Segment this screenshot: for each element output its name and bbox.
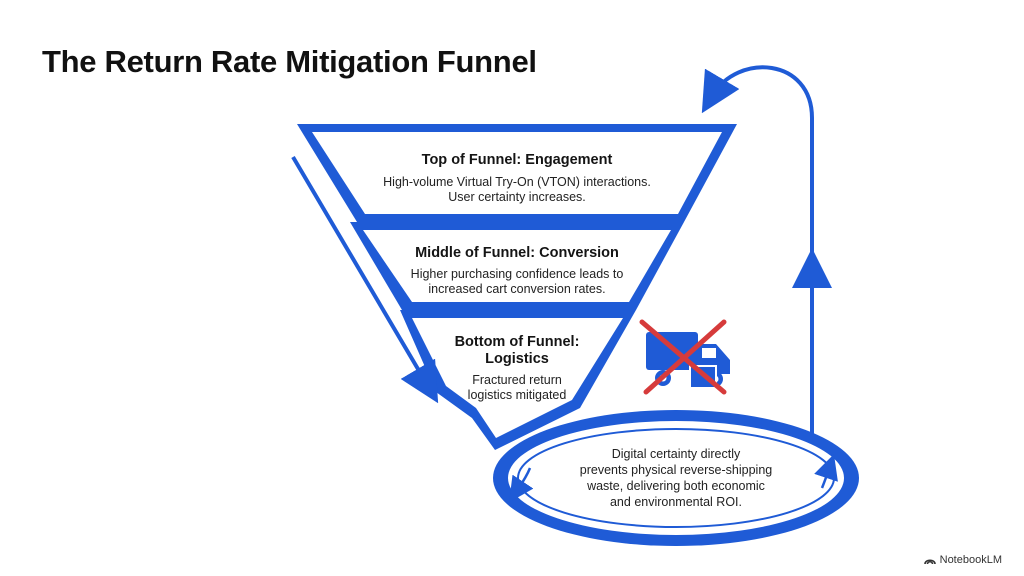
brand-watermark: NotebookLM <box>923 554 1002 566</box>
circulation-loop <box>493 410 859 546</box>
loop-text-4: and environmental ROI. <box>610 495 742 509</box>
stage-desc-bottom-2: logistics mitigated <box>468 388 567 402</box>
loop-text-1: Digital certainty directly <box>612 447 741 461</box>
funnel-band-bottom <box>400 310 636 450</box>
stage-title-bottom-1: Bottom of Funnel: <box>455 334 580 350</box>
page-title: The Return Rate Mitigation Funnel <box>42 44 537 79</box>
stage-desc-middle-2: increased cart conversion rates. <box>428 282 605 296</box>
funnel-band-middle <box>350 222 684 310</box>
stage-desc-top-2: User certainty increases. <box>448 190 586 204</box>
stage-title-bottom-2: Logistics <box>485 351 549 367</box>
stage-desc-top-1: High-volume Virtual Try-On (VTON) intera… <box>383 175 651 189</box>
loop-text-3: waste, delivering both economic <box>586 479 765 493</box>
return-loop-arrow <box>701 65 814 258</box>
cross-out-icon <box>639 319 727 395</box>
stage-desc-middle-1: Higher purchasing confidence leads to <box>411 267 624 281</box>
funnel-band-top <box>297 124 737 222</box>
stage-title-top: Top of Funnel: Engagement <box>422 152 613 168</box>
brand-label: NotebookLM <box>939 554 1002 566</box>
stage-title-middle: Middle of Funnel: Conversion <box>415 245 619 261</box>
stage-desc-bottom-1: Fractured return <box>472 373 562 387</box>
flow-down-arrow <box>291 155 439 404</box>
notebooklm-logo-icon <box>923 558 936 564</box>
loop-text-2: prevents physical reverse-shipping <box>580 463 773 477</box>
